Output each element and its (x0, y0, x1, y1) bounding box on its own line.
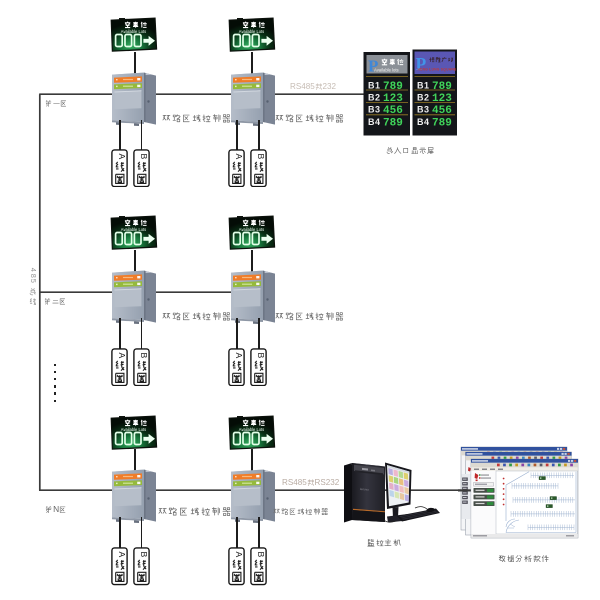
svg-text:789: 789 (383, 118, 403, 130)
svg-text:B: B (256, 552, 266, 558)
svg-text:123: 123 (432, 93, 452, 105)
svg-text:Available Lots: Available Lots (239, 227, 264, 232)
svg-text:A: A (117, 552, 127, 558)
svg-text:A: A (234, 352, 244, 358)
svg-text:B3: B3 (368, 105, 381, 115)
svg-text:P: P (416, 54, 427, 74)
svg-text:A: A (117, 153, 127, 159)
svg-text:123: 123 (383, 93, 403, 105)
svg-text:A: A (234, 153, 244, 159)
svg-text:B: B (139, 352, 149, 358)
svg-text:Available Lots: Available Lots (239, 29, 264, 34)
svg-text:B3: B3 (417, 105, 430, 115)
svg-text:P: P (368, 57, 378, 76)
svg-text:B1: B1 (368, 81, 381, 91)
svg-text:B: B (139, 552, 149, 558)
svg-text:789: 789 (432, 81, 452, 93)
svg-text:456: 456 (432, 105, 452, 117)
svg-text:A: A (117, 352, 127, 358)
svg-text:lenovo: lenovo (360, 487, 369, 492)
svg-text:B4: B4 (368, 117, 381, 127)
svg-text:Available lots: Available lots (374, 68, 399, 73)
svg-text:B: B (256, 352, 266, 358)
svg-text:789: 789 (383, 81, 403, 93)
svg-text:Available Lots: Available Lots (120, 227, 145, 232)
svg-text:B: B (139, 153, 149, 159)
svg-text:456: 456 (383, 105, 403, 117)
svg-text:Available Lots: Available Lots (239, 426, 264, 431)
svg-text:B: B (256, 153, 266, 159)
svg-text:B1: B1 (417, 81, 430, 91)
svg-text:B2: B2 (368, 93, 381, 103)
svg-text:A: A (234, 552, 244, 558)
svg-text:B2: B2 (417, 93, 430, 103)
svg-text:HENG LUNG SQUARE: HENG LUNG SQUARE (418, 68, 458, 72)
svg-text:Available Lots: Available Lots (120, 426, 145, 431)
svg-text:B4: B4 (417, 117, 430, 127)
svg-text:Available Lots: Available Lots (120, 29, 145, 34)
svg-text:789: 789 (432, 118, 452, 130)
